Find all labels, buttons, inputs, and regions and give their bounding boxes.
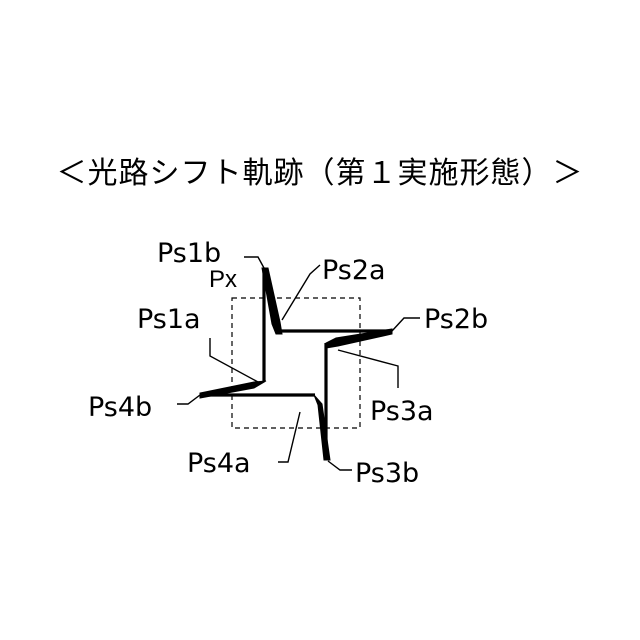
- leader-ps1a: [210, 338, 258, 382]
- leader-ps3b: [328, 461, 352, 470]
- label-ps3a: Ps3a: [370, 396, 434, 427]
- leader-ps2b: [392, 318, 420, 331]
- label-ps2a: Ps2a: [322, 255, 386, 286]
- leader-ps4b: [177, 395, 200, 404]
- leader-ps2a: [282, 265, 320, 320]
- label-ps3b: Ps3b: [355, 458, 419, 489]
- label-px: Px: [209, 266, 237, 293]
- label-ps4a: Ps4a: [187, 448, 251, 479]
- leader-ps3a: [338, 350, 398, 388]
- label-ps1a: Ps1a: [137, 304, 201, 335]
- label-ps1b: Ps1b: [157, 238, 221, 269]
- label-ps2b: Ps2b: [424, 304, 488, 335]
- pixel-region-box: [232, 298, 360, 428]
- leader-ps1b: [244, 257, 264, 268]
- label-ps4b: Ps4b: [88, 392, 152, 423]
- leader-ps4a: [278, 412, 300, 462]
